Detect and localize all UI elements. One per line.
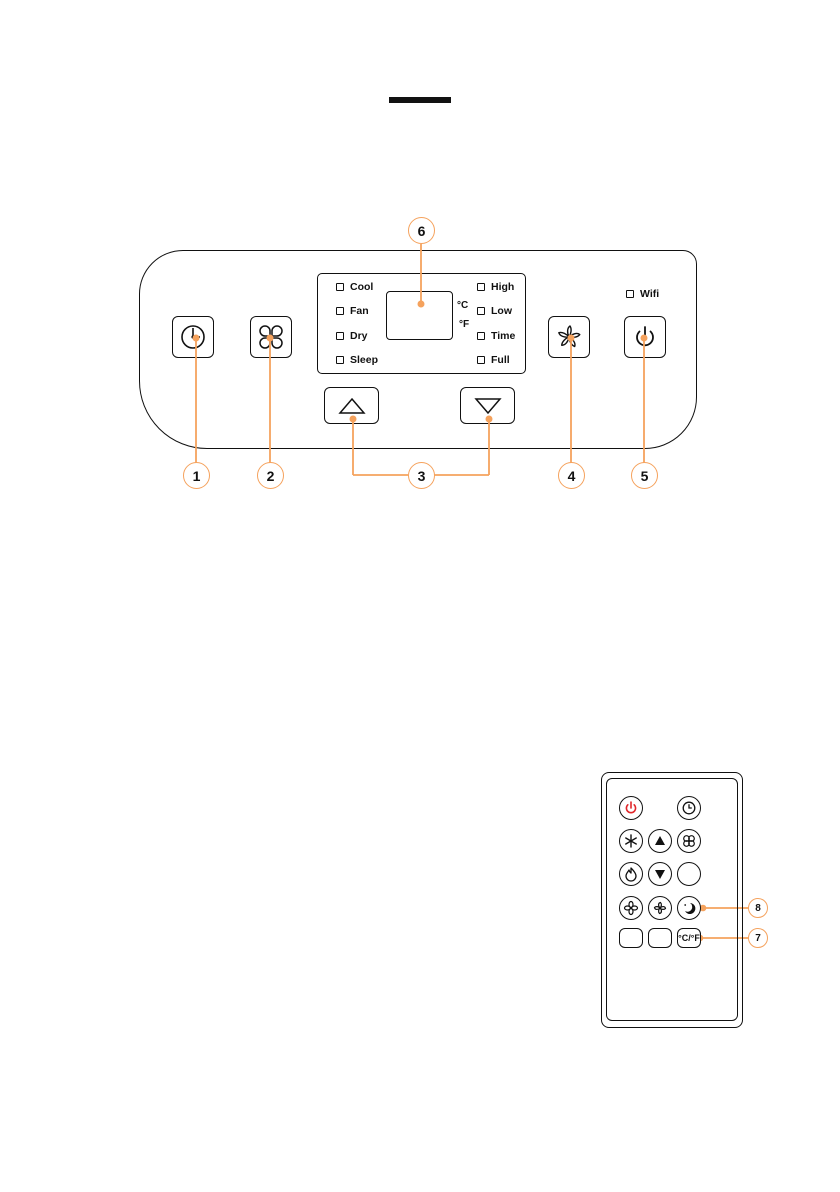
remote-blank-key-1[interactable]	[619, 928, 643, 948]
callout-1: 1	[183, 462, 210, 489]
remote-timer-button[interactable]	[677, 796, 701, 820]
remote-sleep-button[interactable]	[677, 896, 701, 920]
remote-temp-unit-button[interactable]: °C/°F	[677, 928, 701, 948]
remote-heat-button[interactable]	[619, 862, 643, 886]
callout-8: 8	[748, 898, 768, 918]
triangle-down-icon	[652, 866, 668, 882]
remote-mode-button[interactable]	[677, 829, 701, 853]
moon-icon	[681, 900, 697, 916]
mode-icon	[681, 833, 697, 849]
remote-fan-speed-button[interactable]	[648, 896, 672, 920]
callout-2: 2	[257, 462, 284, 489]
callout-7: 7	[748, 928, 768, 948]
power-icon	[623, 800, 639, 816]
fan-icon	[623, 900, 639, 916]
remote-fan-button[interactable]	[619, 896, 643, 920]
remote-power-button[interactable]	[619, 796, 643, 820]
snowflake-icon	[623, 833, 639, 849]
flame-icon	[623, 866, 639, 882]
fan-speed-icon	[652, 900, 668, 916]
clock-icon	[681, 800, 697, 816]
remote-blank-button[interactable]	[677, 862, 701, 886]
remote-cool-button[interactable]	[619, 829, 643, 853]
remote-down-button[interactable]	[648, 862, 672, 886]
remote-up-button[interactable]	[648, 829, 672, 853]
remote-blank-key-2[interactable]	[648, 928, 672, 948]
callout-4: 4	[558, 462, 585, 489]
callout-5: 5	[631, 462, 658, 489]
callout-6: 6	[408, 217, 435, 244]
triangle-up-icon	[652, 833, 668, 849]
callout-3: 3	[408, 462, 435, 489]
